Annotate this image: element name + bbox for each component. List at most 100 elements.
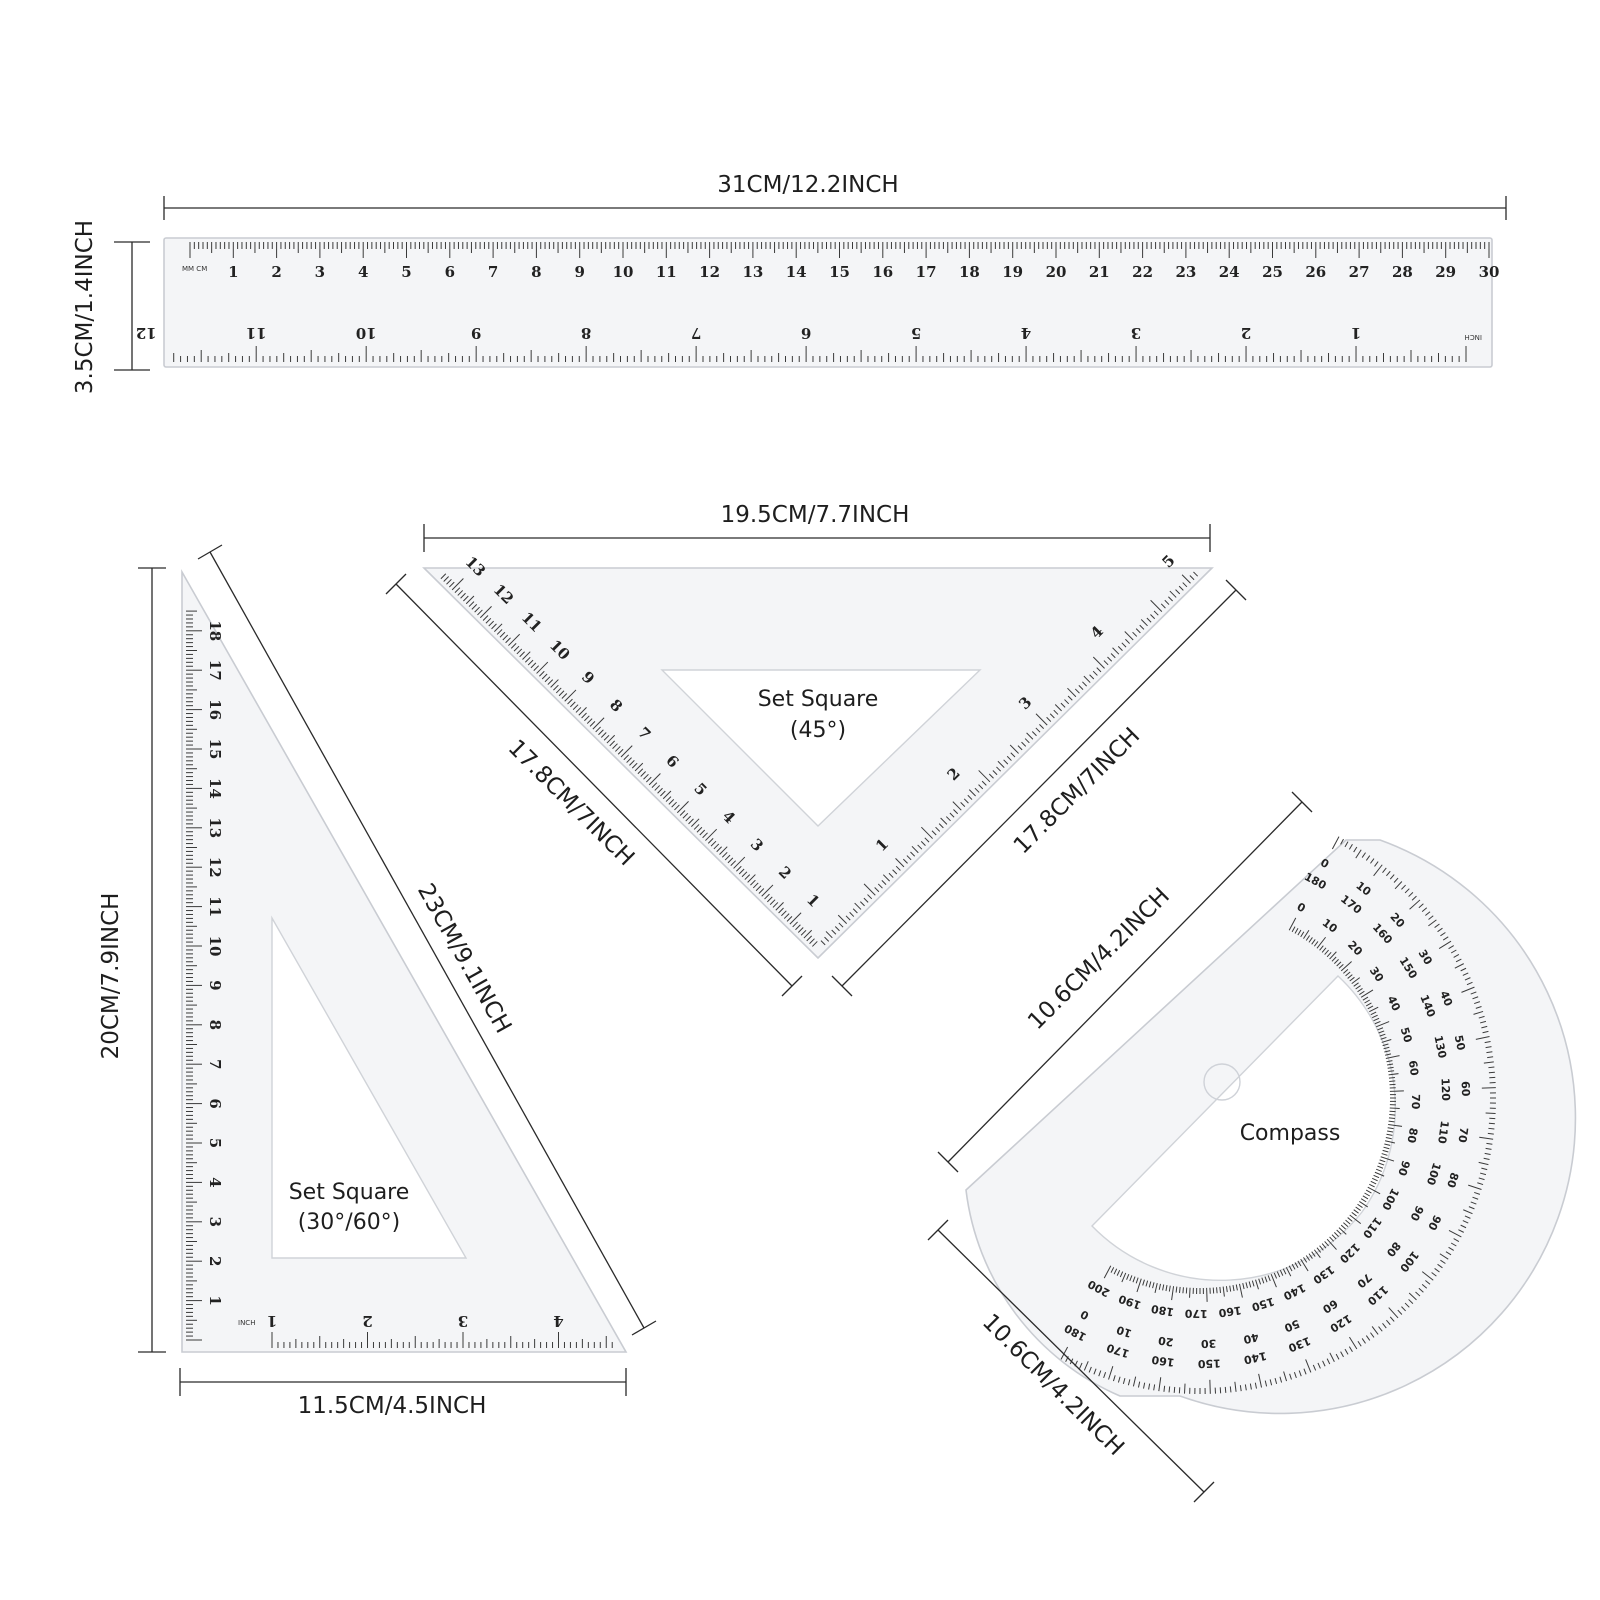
- protractor-outer-tick: [1163, 1385, 1166, 1392]
- protractor-outer-tick: [1434, 923, 1440, 928]
- ruler-cm-number: 3: [315, 263, 325, 281]
- protractor-inner-tick: [1154, 1283, 1158, 1293]
- set45-cm-tick: [643, 773, 649, 780]
- protractor-inner-number: 90: [1395, 1159, 1412, 1178]
- set45-cm-tick: [755, 885, 762, 892]
- protractor-outer-tick: [1454, 963, 1464, 969]
- set45-inch-tick: [1021, 741, 1027, 747]
- set45-cm-tick: [446, 578, 452, 585]
- protractor-inner-tick: [1380, 1156, 1395, 1162]
- protractor-outer-tick: [1298, 1370, 1302, 1377]
- set45-cm-tick: [685, 815, 692, 822]
- protractor-outer-tick: [1344, 841, 1349, 848]
- protractor-inner-tick: [1288, 1265, 1293, 1272]
- set45-cm-tick: [741, 871, 748, 878]
- protractor-outer-tick: [1466, 981, 1473, 986]
- protractor-inner-tick: [1336, 961, 1342, 967]
- protractor-outer-tick: [1455, 958, 1462, 963]
- protractor-inner-tick: [1308, 937, 1313, 943]
- set45-inch-tick: [888, 872, 894, 878]
- set45-cm-tick: [803, 929, 813, 939]
- protractor-inner-tick: [1381, 1153, 1388, 1156]
- set45-cm-tick: [761, 884, 774, 897]
- protractor-inner-tick: [1375, 1021, 1390, 1028]
- set45-inch-tick: [953, 809, 959, 815]
- set45-cm-tick: [736, 865, 742, 872]
- protractor-inner-tick: [1319, 1245, 1324, 1251]
- protractor-outer-reverse-number: 110: [1435, 1120, 1451, 1145]
- set45-inch-tick: [1150, 599, 1163, 612]
- protractor-inner-tick: [1377, 1027, 1384, 1031]
- protractor-outer-tick: [1389, 1316, 1395, 1322]
- set3060-cm-number: 15: [206, 739, 224, 760]
- protractor-inner-tick: [1165, 1285, 1168, 1292]
- set45-cm-tick: [454, 587, 461, 593]
- protractor-outer-tick: [1485, 1046, 1492, 1049]
- protractor-outer-tick: [1305, 1359, 1312, 1373]
- protractor-inner-tick: [1126, 1273, 1130, 1280]
- protractor-inner-tick: [1232, 1285, 1235, 1292]
- protractor-outer-tick: [1382, 867, 1387, 873]
- set45-inch-tick: [968, 789, 976, 797]
- protractor-inner-tick: [1175, 1286, 1178, 1293]
- ruler-inch-number: 9: [471, 324, 481, 342]
- protractor-inner-tick: [1336, 1229, 1342, 1235]
- set45-cm-tick: [716, 846, 722, 853]
- set45-inch-tick: [935, 826, 941, 832]
- protractor-outer-tick: [1428, 919, 1437, 927]
- set45-inch-tick: [1125, 638, 1130, 644]
- protractor-inner-tick: [1291, 926, 1296, 933]
- set45-cm-tick: [524, 656, 531, 663]
- protractor-outer-tick: [1439, 1253, 1449, 1260]
- protractor-outer-tick: [1488, 1066, 1495, 1069]
- protractor-inner-tick: [1311, 939, 1316, 945]
- protractor-inner-number: 170: [1184, 1307, 1208, 1320]
- set45-cm-tick: [744, 874, 751, 880]
- protractor-outer-tick: [1482, 1030, 1489, 1034]
- protractor-inner-tick: [1145, 1280, 1149, 1287]
- set45-inch-tick: [895, 858, 905, 868]
- set45-inch-tick: [1060, 702, 1066, 708]
- protractor-inner-tick: [1343, 969, 1349, 974]
- ruler-inch-number: 4: [1021, 324, 1031, 342]
- set45-inch-tick: [834, 926, 840, 932]
- protractor-inner-tick: [1132, 1276, 1136, 1283]
- protractor-outer-tick: [1462, 1220, 1469, 1224]
- protractor-outer-tick: [1098, 1370, 1102, 1377]
- protractor-inner-tick: [1369, 1183, 1375, 1188]
- set45-cm-tick: [688, 818, 694, 825]
- protractor-inner-tick: [1373, 1017, 1380, 1022]
- set45-cm-tick: [707, 838, 714, 844]
- protractor-inner-tick: [1388, 1120, 1395, 1123]
- set45-inch-tick: [1009, 744, 1019, 754]
- protractor-inner-tick: [1365, 1189, 1372, 1194]
- protractor-inner-tick: [1316, 1247, 1322, 1253]
- set45-cm-tick: [440, 573, 447, 580]
- set3060-cm-number: 11: [206, 896, 224, 917]
- protractor-outer-tick: [1485, 1147, 1492, 1150]
- protractor-outer-tick: [1434, 1268, 1440, 1273]
- set45-cm-tick: [617, 748, 624, 755]
- set3060-cm-number: 5: [206, 1138, 224, 1148]
- protractor-inner-tick: [1370, 1011, 1377, 1016]
- ruler-cm-number: 15: [829, 263, 850, 281]
- set45-inch-tick: [917, 844, 923, 850]
- protractor-outer-tick: [1448, 1229, 1462, 1238]
- set45-inch-tick: [940, 817, 948, 825]
- protractor-inner-number: 160: [1217, 1303, 1242, 1319]
- protractor-inner-tick: [1388, 1077, 1395, 1079]
- protractor-outer-tick: [1408, 892, 1414, 897]
- set45-cm-tick: [797, 927, 804, 933]
- protractor-inner-tick: [1364, 1192, 1370, 1197]
- protractor-outer-tick: [1477, 1182, 1484, 1186]
- protractor-outer-tick: [1143, 1382, 1146, 1389]
- set45-inch-tick: [1003, 759, 1009, 765]
- set45-cm-tick: [502, 634, 509, 641]
- protractor-outer-tick: [1409, 899, 1421, 910]
- set45-inch-tick: [1121, 642, 1127, 648]
- protractor-outer-tick: [1463, 1209, 1473, 1215]
- ruler-cm-number: 9: [574, 263, 584, 281]
- set45-cm-tick: [783, 913, 790, 919]
